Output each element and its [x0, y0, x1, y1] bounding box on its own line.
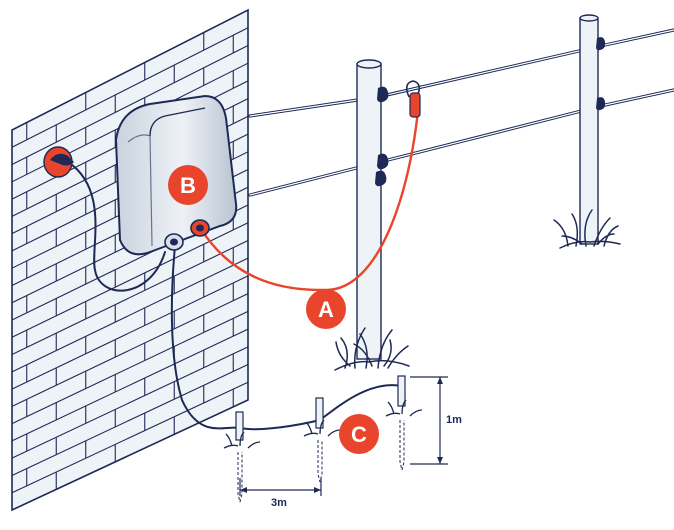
dimension-spacing-label: 3m	[271, 497, 287, 509]
terminal-earth	[164, 233, 184, 251]
label-c: C	[339, 414, 379, 454]
fence-wires	[248, 28, 674, 197]
fence-post-front	[356, 59, 389, 360]
fence-post-back	[579, 14, 606, 245]
label-b-text: B	[180, 173, 196, 198]
insulator-icon	[596, 37, 606, 111]
dimension-depth-label: 1m	[446, 414, 462, 426]
fence-clip	[405, 80, 421, 118]
label-a: A	[306, 289, 346, 329]
earth-stake-icon	[223, 375, 423, 503]
brick-wall-icon	[11, 8, 249, 512]
label-b: B	[168, 165, 208, 205]
dimension-spacing	[239, 478, 322, 496]
power-cable	[67, 161, 166, 292]
grass-tuft-icon	[334, 209, 621, 371]
lead-out-cable	[199, 108, 420, 292]
insulator-icon	[375, 86, 389, 187]
label-a-text: A	[318, 297, 334, 322]
power-socket-icon	[43, 146, 74, 178]
dimension-depth	[410, 376, 448, 465]
terminal-fence	[190, 219, 210, 237]
label-c-text: C	[351, 422, 367, 447]
